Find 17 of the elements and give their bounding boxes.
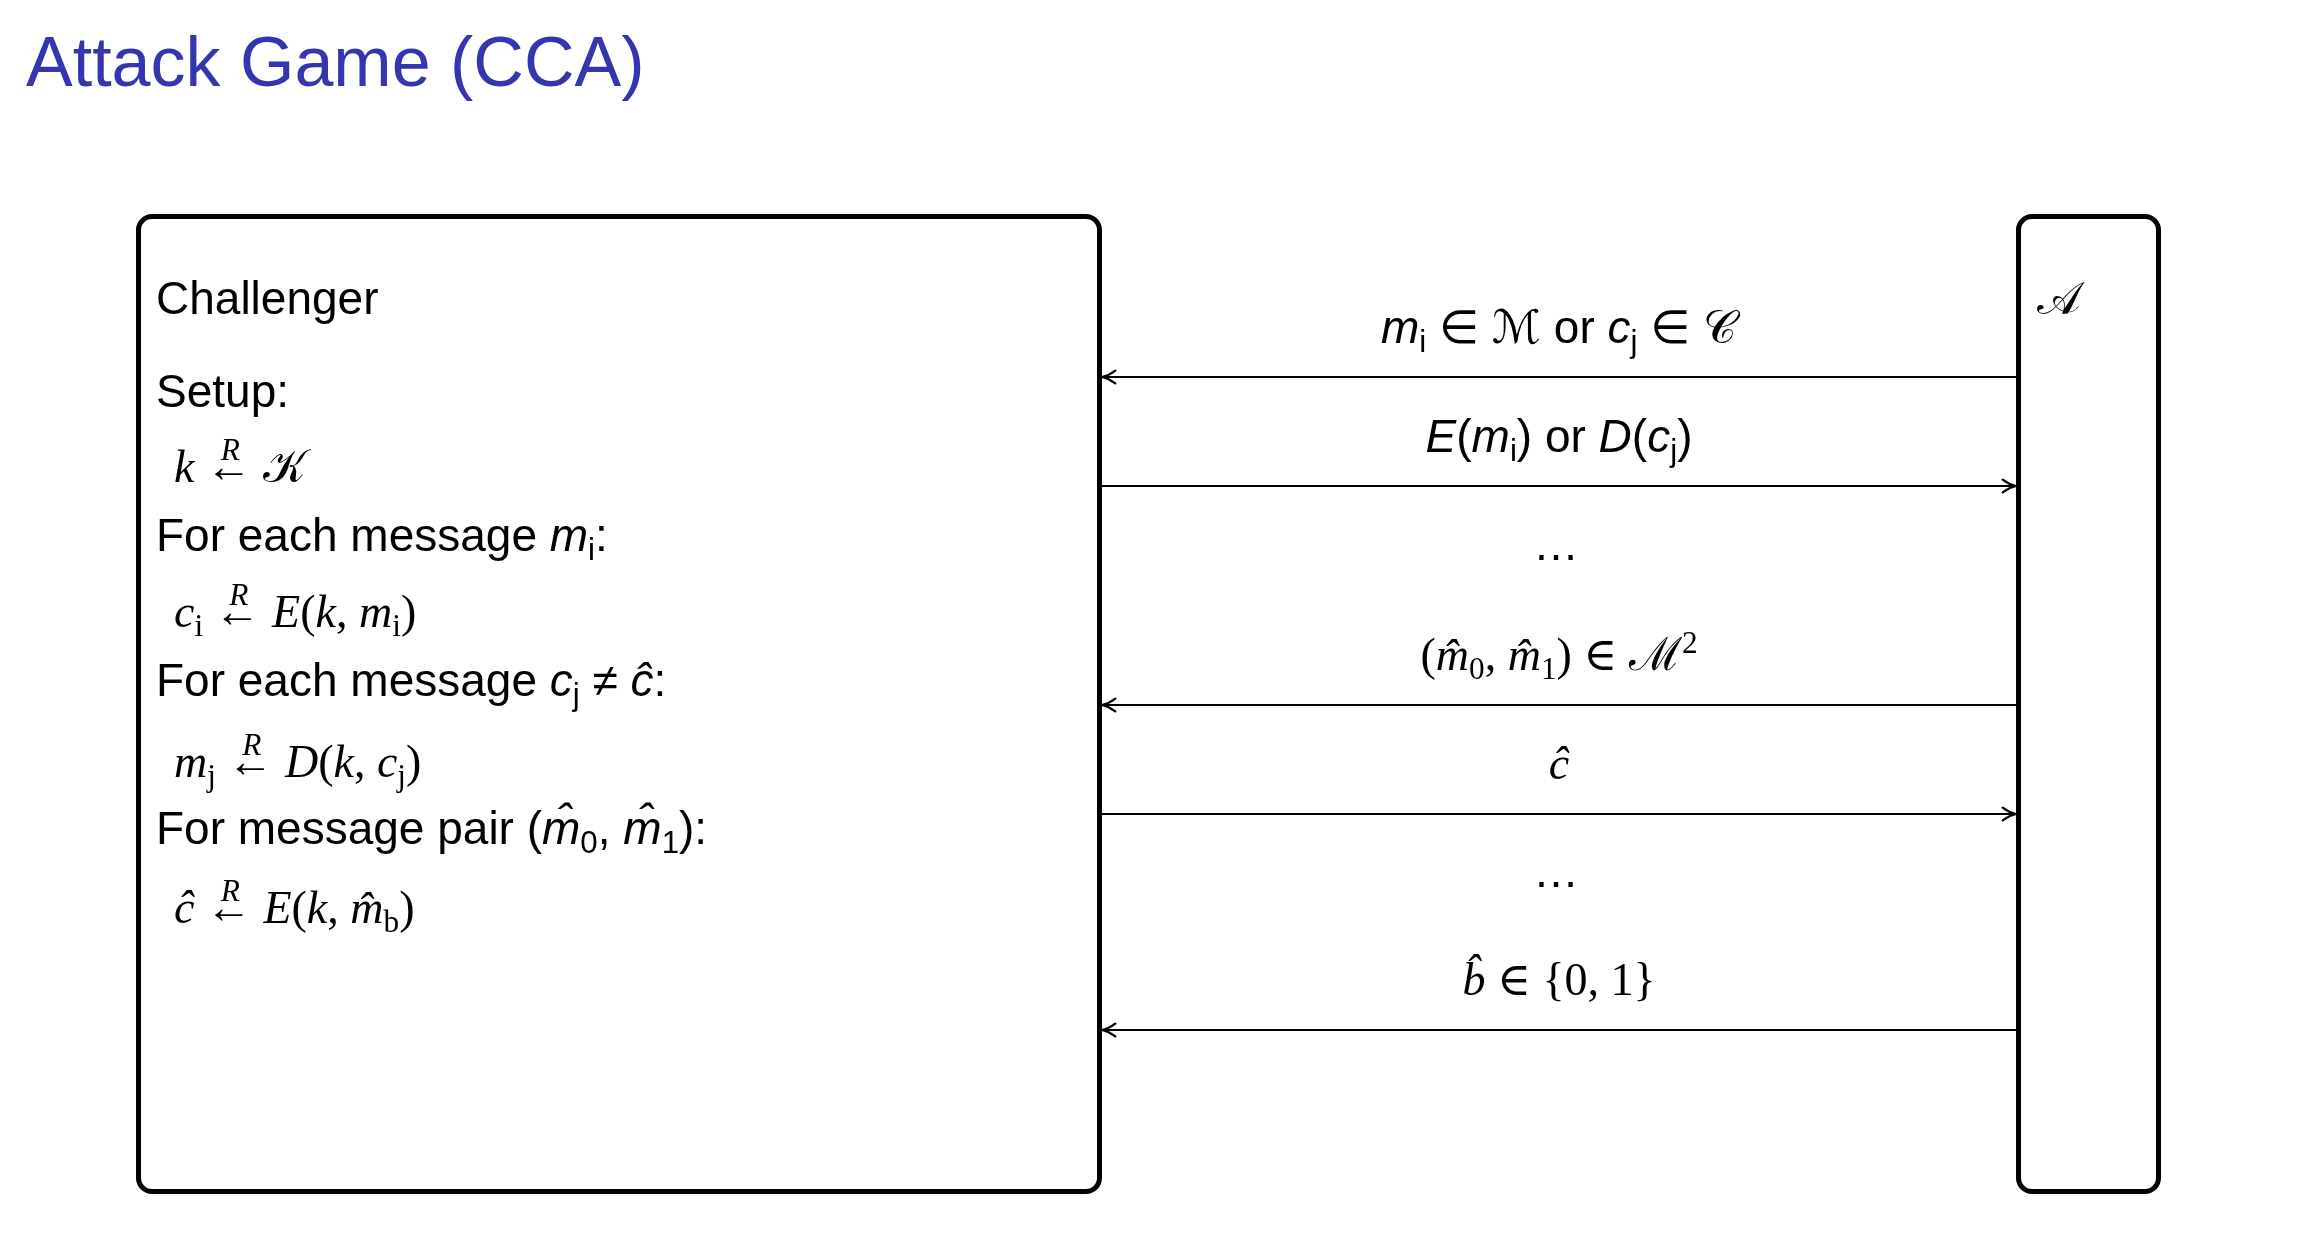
formula: ĉ ←$^{R}$ E(k, m̂$_{b}$): [174, 878, 415, 938]
slide-title: Attack Game (CCA): [26, 22, 645, 103]
edge-label: b̂ ∈ {0, 1}: [1462, 953, 1656, 1007]
edge-label: ĉ: [1548, 737, 1570, 791]
formula: m$_{j}$ ←$^{R}$ D(k, c$_{j}$): [174, 732, 422, 792]
edge-label: (m̂$_{0}$, m̂$_{1}$) ∈ ℳ$^{2}$: [1420, 625, 1698, 685]
step-heading: Setup:: [156, 364, 289, 419]
formula: c$_{i}$ ←$^{R}$ E(k, m$_{i}$): [174, 582, 417, 642]
step-text: For each message m$_{i}$:: [156, 508, 608, 565]
edge-label: E(m$_{i}$) or D(c$_{j}$): [1425, 409, 1693, 466]
ellipsis: …: [1533, 844, 1579, 899]
ellipsis: …: [1533, 517, 1579, 572]
step-text: For each message c$_{j}$ ≠ ĉ:: [156, 653, 667, 710]
step-text: For message pair (m̂$_{0}$, m̂$_{1}$):: [156, 801, 708, 858]
challenger-box: [136, 214, 1102, 1194]
adversary-box: [2016, 214, 2161, 1194]
box-heading: Challenger: [156, 271, 379, 326]
